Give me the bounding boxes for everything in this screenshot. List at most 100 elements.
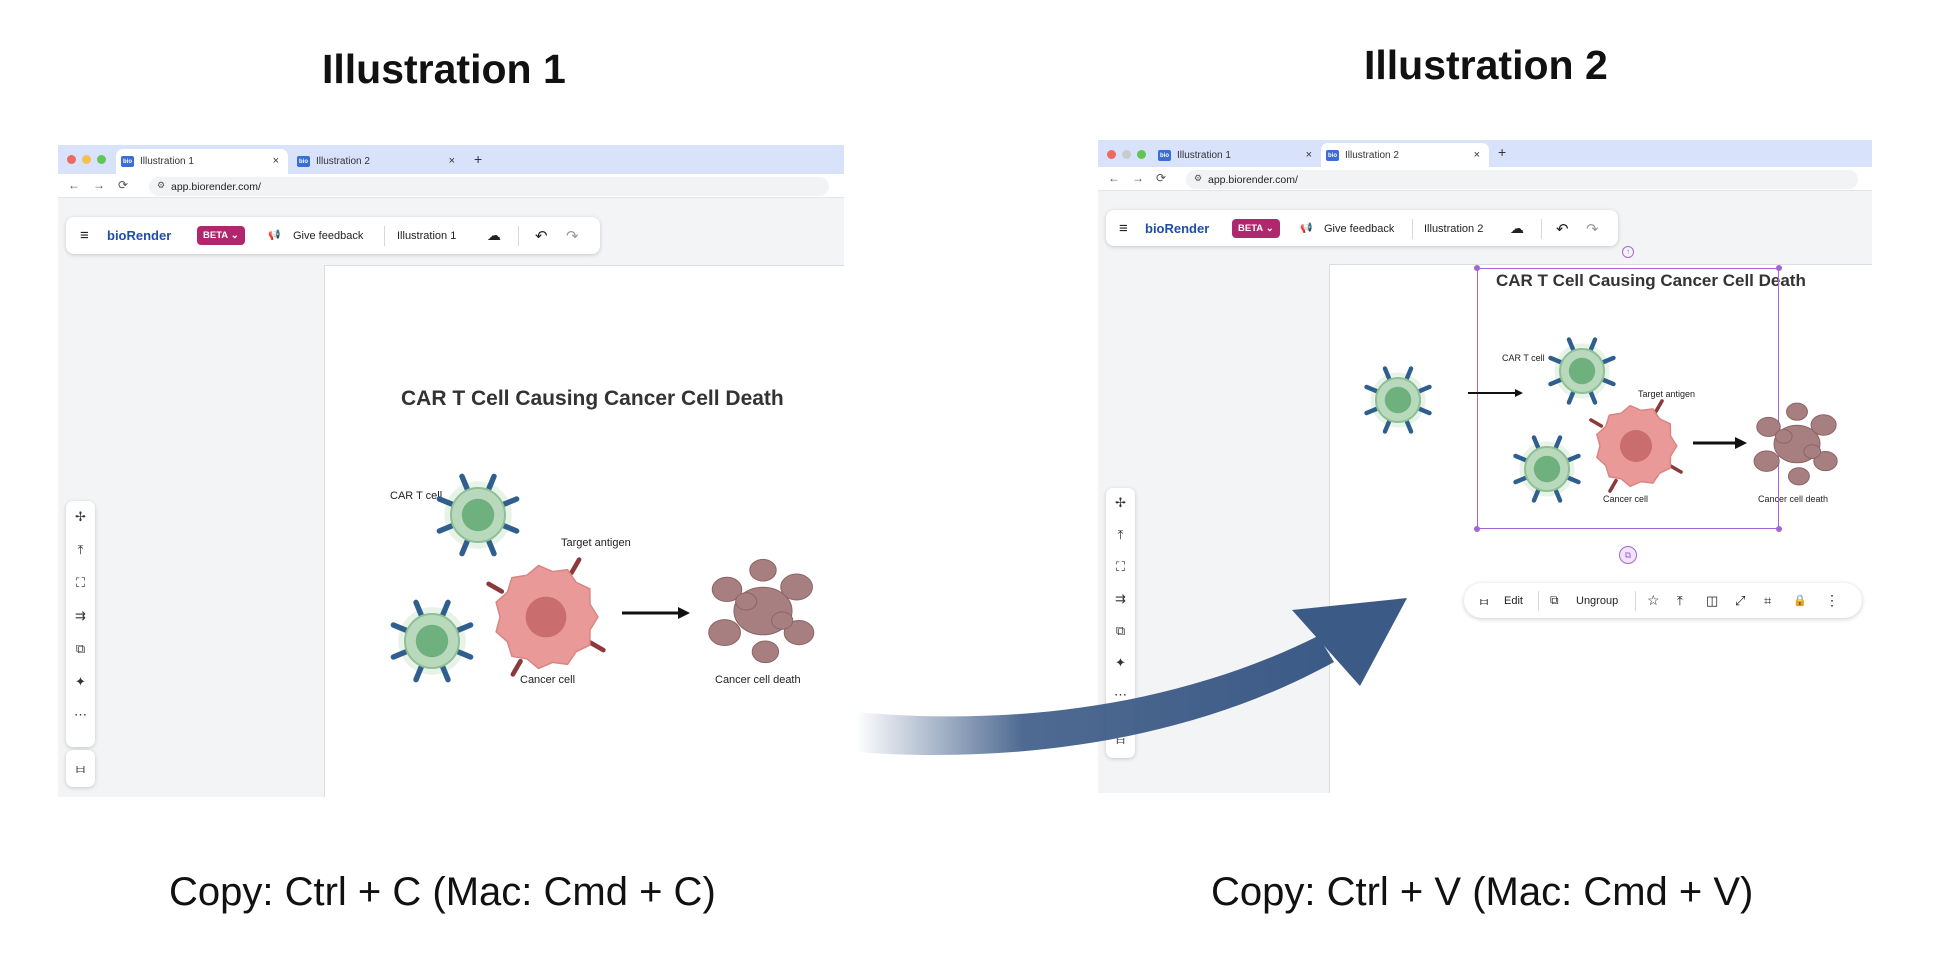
tab-illustration-2[interactable]: bio Illustration 2 × [292,149,464,174]
tab-illustration-1[interactable]: bio Illustration 1 × [116,149,288,174]
resize-icon[interactable]: ⤢ [1735,592,1746,608]
maximize-window-dot[interactable] [97,155,106,164]
undo-icon[interactable]: ↶ [535,227,548,245]
tab-illustration-1[interactable]: bio Illustration 1 × [1153,143,1321,168]
target-antigen-label[interactable]: Target antigen [1638,389,1696,399]
arrow-tool-icon[interactable]: ⇉ [1115,591,1126,606]
toolbar-divider [384,226,385,246]
ungroup-button[interactable]: Ungroup [1576,594,1619,607]
car-receptor [1531,435,1541,451]
back-icon[interactable]: ← [68,178,80,192]
crop-icon[interactable]: ⌗ [1764,592,1772,608]
resize-handle[interactable] [1474,526,1480,532]
back-icon[interactable]: ← [1108,171,1120,185]
shapes-icon[interactable]: ⧉ [1115,623,1126,638]
cloud-save-icon[interactable]: ☁ [487,227,501,243]
beta-button[interactable]: BETA ⌄ [1232,219,1280,238]
cancer-nucleus [525,596,567,638]
new-tab-button[interactable]: + [474,151,483,167]
selection-box[interactable] [1477,268,1779,529]
canvas-page[interactable]: CAR T Cell Causing Cancer Cell Death CAR… [324,265,844,797]
close-tab-icon[interactable]: × [272,155,279,167]
group-badge-icon[interactable]: ⧉ [1619,546,1637,564]
resize-handle[interactable] [1776,526,1782,532]
upload-icon[interactable]: ⤒ [1677,592,1683,608]
car-receptor [1531,487,1541,503]
site-settings-icon[interactable]: ⚙ [157,180,166,190]
redo-icon[interactable]: ↷ [1586,220,1599,238]
close-tab-icon[interactable]: × [1473,149,1480,161]
more-tools-icon[interactable]: ⋯ [74,707,87,722]
minimize-window-dot[interactable] [82,155,91,164]
screenshot-illustration-1: bio Illustration 1 × bio Illustration 2 … [58,145,844,797]
car-receptor [1513,453,1529,463]
megaphone-icon[interactable]: 📢 [1300,223,1313,234]
lock-icon[interactable]: 🔒 [1793,595,1807,607]
redo-icon[interactable]: ↷ [566,227,579,245]
magic-tool-icon[interactable]: ✢ [75,509,86,524]
close-tab-icon[interactable]: × [1305,149,1312,161]
edit-button[interactable]: Edit [1504,594,1523,607]
menu-icon[interactable]: ≡ [1119,220,1128,237]
cancer-fragment [1813,451,1838,472]
illustration-2-heading: Illustration 2 [1364,42,1608,88]
edit-icon[interactable]: ⧦ [1480,592,1489,608]
beta-label: BETA [203,230,229,241]
biorender-favicon: bio [121,156,134,167]
car-receptor [1565,475,1581,485]
forward-icon[interactable]: → [93,178,105,192]
figure-title[interactable]: CAR T Cell Causing Cancer Cell Death [401,387,784,410]
car-t-cell-label[interactable]: CAR T cell [1502,353,1545,363]
frame-icon[interactable]: ⛶ [75,575,86,590]
megaphone-icon[interactable]: 📢 [268,230,281,241]
reload-icon[interactable]: ⟳ [1156,171,1167,185]
car-receptor [1548,377,1564,387]
car-t-cell-label[interactable]: CAR T cell [390,490,443,502]
site-settings-icon[interactable]: ⚙ [1194,173,1203,183]
arrow-tool-icon[interactable]: ⇉ [75,608,86,623]
reload-icon[interactable]: ⟳ [118,178,129,192]
magic-tool-icon[interactable]: ✢ [1115,495,1126,510]
document-title[interactable]: Illustration 2 [1424,222,1484,235]
rotate-handle-icon[interactable]: ↑ [1622,246,1634,258]
shapes-icon[interactable]: ⧉ [75,641,86,656]
close-window-dot[interactable] [67,155,76,164]
undo-icon[interactable]: ↶ [1556,220,1569,238]
more-options-icon[interactable]: ⋮ [1825,592,1839,608]
cloud-save-icon[interactable]: ☁ [1510,220,1524,236]
maximize-window-dot[interactable] [1137,150,1146,159]
frame-icon[interactable]: ⛶ [1115,559,1126,574]
cancer-cell-death-label[interactable]: Cancer cell death [715,674,801,686]
forward-icon[interactable]: → [1132,171,1144,185]
cancer-cell-label[interactable]: Cancer cell [1603,494,1649,504]
figure-title[interactable]: CAR T Cell Causing Cancer Cell Death [1496,271,1806,290]
cancer-cell-label[interactable]: Cancer cell [520,674,576,686]
beta-button[interactable]: BETA ⌄ [197,226,245,245]
url-input[interactable]: ⚙ app.biorender.com/ [149,177,829,196]
target-antigen-label[interactable]: Target antigen [561,537,631,549]
close-tab-icon[interactable]: × [448,155,455,167]
flip-icon[interactable]: ◫ [1706,592,1719,608]
give-feedback-button[interactable]: Give feedback [1324,222,1395,235]
resize-handle[interactable] [1474,265,1480,271]
cancer-fragment [1786,402,1808,421]
close-window-dot[interactable] [1107,150,1116,159]
ungroup-icon[interactable]: ⧉ [1550,593,1559,607]
settings-tool-button[interactable]: ⧦ [66,750,95,787]
new-tab-button[interactable]: + [1498,144,1507,160]
upload-icon[interactable]: ⤒ [1117,527,1124,542]
url-input[interactable]: ⚙ app.biorender.com/ [1186,170,1858,189]
menu-icon[interactable]: ≡ [80,227,89,244]
window-controls [67,155,106,164]
upload-icon[interactable]: ⤒ [77,542,84,557]
star-icon[interactable]: ☆ [1647,592,1660,608]
minimize-window-dot[interactable] [1122,150,1131,159]
ai-sparkle-icon[interactable]: ✦ [75,674,86,689]
give-feedback-button[interactable]: Give feedback [293,229,364,242]
tab-illustration-2[interactable]: bio Illustration 2 × [1321,143,1489,168]
resize-handle[interactable] [1776,265,1782,271]
cancer-cell-death-label[interactable]: Cancer cell death [1758,494,1829,504]
document-title[interactable]: Illustration 1 [397,229,457,242]
cancer-fragment [1756,416,1781,437]
antigen [1654,399,1664,414]
